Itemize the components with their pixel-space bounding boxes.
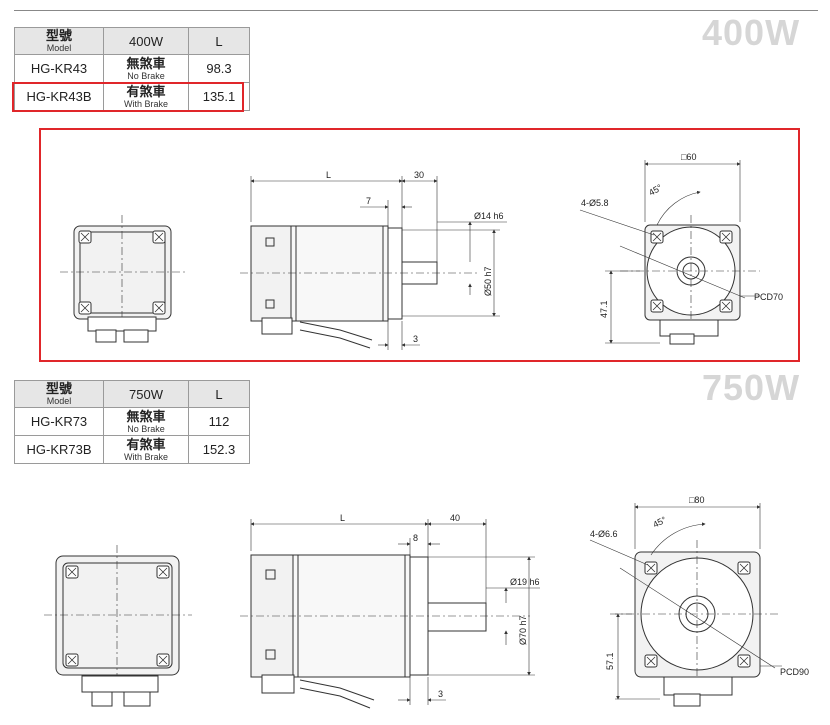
dim-pilot-dia-label: Ø70 h7 xyxy=(518,615,528,645)
front-dims-750w xyxy=(589,503,782,700)
side-view-750w xyxy=(240,554,530,709)
dim-square-label: □60 xyxy=(681,152,696,162)
dim-shaft-length-label: 40 xyxy=(450,513,460,523)
front-view-750w xyxy=(610,540,780,707)
dim-shaft-dia-label: Ø19 h6 xyxy=(510,577,540,587)
model-cell: HG-KR73 xyxy=(14,407,104,436)
side-dims-400w xyxy=(250,176,507,350)
header-length: L xyxy=(188,27,250,55)
header-power: 400W xyxy=(103,27,189,55)
dim-length-label: L xyxy=(326,170,331,180)
dim-square-label: □80 xyxy=(689,495,704,505)
dim-angle-label: 45° xyxy=(647,182,664,198)
dim-holes-label: 4-Ø5.8 xyxy=(581,198,609,208)
dim-flange-label: 8 xyxy=(413,533,418,543)
brake-cell: 有煞車 With Brake xyxy=(103,82,189,111)
front-view-400w xyxy=(619,215,760,345)
dim-pilot-dia-label: Ø50 h7 xyxy=(483,266,493,296)
header-model: 型號 Model xyxy=(14,380,104,408)
dim-pcd-label: PCD70 xyxy=(754,292,783,302)
dim-angle-label: 45° xyxy=(651,514,668,529)
spec-table-400w: 型號 Model 400W L HG-KR43 無煞車 No Brake 98.… xyxy=(14,27,250,111)
dim-shaft-length-label: 30 xyxy=(414,170,424,180)
dim-height-label: 57.1 xyxy=(605,652,615,670)
power-watermark-750w: 750W xyxy=(702,367,801,408)
dim-shaft-dia-label: Ø14 h6 xyxy=(474,211,504,221)
table-row: HG-KR43B 有煞車 With Brake 135.1 xyxy=(14,82,250,111)
model-cell: HG-KR43B xyxy=(14,82,104,111)
rear-view-400w xyxy=(60,215,185,343)
dim-holes-label: 4-Ø6.6 xyxy=(590,529,618,539)
table-row: HG-KR73B 有煞車 With Brake 152.3 xyxy=(14,435,250,464)
model-cell: HG-KR43 xyxy=(14,54,104,83)
rear-view-750w xyxy=(44,545,192,707)
dim-flange-label: 7 xyxy=(366,196,371,206)
brake-cell: 有煞車 With Brake xyxy=(103,435,189,464)
dim-pilot-depth-label: 3 xyxy=(413,334,418,344)
table-row: HG-KR43 無煞車 No Brake 98.3 xyxy=(14,54,250,83)
highlight-row-hg-kr43b xyxy=(12,82,244,112)
dim-pcd-label: PCD90 xyxy=(780,667,809,677)
power-watermark-400w: 400W xyxy=(702,12,801,53)
dim-height-label: 47.1 xyxy=(599,300,609,318)
highlight-drawing-400w xyxy=(39,128,800,362)
dim-pilot-depth-label: 3 xyxy=(438,689,443,699)
length-cell: 98.3 xyxy=(188,54,250,83)
spec-table-750w: 型號 Model 750W L HG-KR73 無煞車 No Brake 112… xyxy=(14,380,250,464)
side-dims-750w xyxy=(250,519,540,705)
side-view-400w xyxy=(240,225,480,349)
dim-length-label: L xyxy=(340,513,345,523)
front-dims-400w xyxy=(579,160,760,344)
model-cell: HG-KR73B xyxy=(14,435,104,464)
top-divider xyxy=(14,10,818,11)
table-header-row: 型號 Model 400W L xyxy=(14,27,250,55)
header-length: L xyxy=(188,380,250,408)
length-cell: 152.3 xyxy=(188,435,250,464)
